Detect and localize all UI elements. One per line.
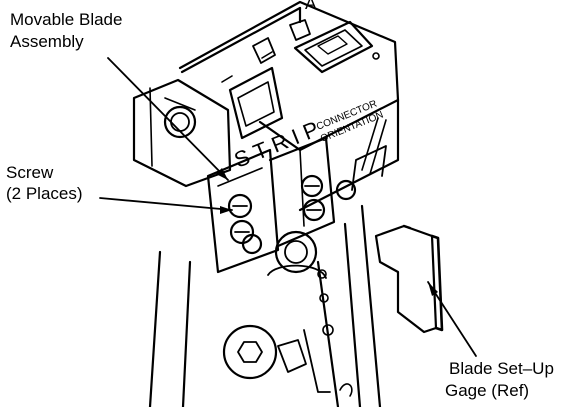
pivot-hub xyxy=(267,230,327,279)
gage-label: Blade Set–Up xyxy=(449,359,554,378)
movable-blade-label-line2: Assembly xyxy=(10,32,84,51)
screw-upper xyxy=(227,193,253,219)
top-partial-label: A xyxy=(305,0,317,13)
arrow-gage xyxy=(428,282,438,296)
handle-left xyxy=(148,250,192,407)
movable-blade-label: Movable Blade xyxy=(10,10,123,29)
leader-screw xyxy=(99,197,233,211)
lower-linkage xyxy=(277,269,353,397)
arrowheads xyxy=(216,168,438,296)
blade-setup-gage xyxy=(374,224,444,334)
handle-right xyxy=(316,204,382,407)
lower-bolt xyxy=(222,324,278,380)
housing-side xyxy=(298,98,400,212)
screw-label-line2: (2 Places) xyxy=(6,184,83,203)
tool-markings: STRIP CONNECTOR ORIENTATION xyxy=(231,99,386,173)
leader-gage xyxy=(427,281,477,357)
connector-cavity xyxy=(228,20,380,140)
housing-top xyxy=(178,0,400,152)
arrow-screw xyxy=(220,206,232,214)
screw-right-upper xyxy=(300,174,324,198)
leader-movable-blade xyxy=(107,57,229,181)
pin-right xyxy=(335,179,357,201)
screw-label: Screw xyxy=(6,163,54,182)
arrow-movable-blade xyxy=(216,168,228,180)
gage-label-line2: Gage (Ref) xyxy=(445,381,530,400)
screw-lower xyxy=(229,219,255,245)
leader-lines xyxy=(99,57,477,357)
screw-right-lower xyxy=(302,198,326,222)
pin-lower xyxy=(241,233,263,255)
